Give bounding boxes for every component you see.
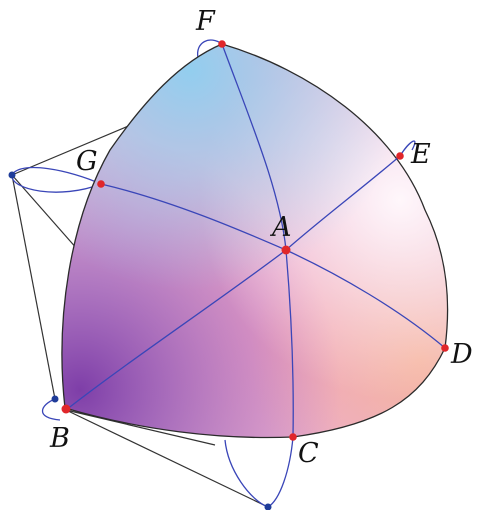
point-d: [441, 344, 449, 352]
frame-edge: [11, 174, 56, 400]
point-f: [218, 40, 226, 48]
loop-g: [11, 166, 102, 185]
point-c: [289, 433, 297, 441]
frame-edge: [11, 174, 79, 251]
point-g: [97, 180, 105, 188]
loop-c: [224, 436, 294, 508]
frame-edge: [65, 409, 216, 446]
frame-point: [264, 503, 272, 510]
point-a: [281, 245, 291, 255]
frame-point: [8, 171, 16, 179]
label-a: A: [269, 212, 292, 243]
label-b: B: [49, 423, 70, 454]
frame-point: [51, 395, 59, 403]
labels: A B C D E F G: [49, 6, 473, 469]
label-c: C: [298, 438, 319, 469]
arc-e-b: [65, 155, 401, 411]
loop-b: [41, 398, 61, 421]
point-e: [396, 152, 404, 160]
frame-lines: [11, 121, 269, 508]
points: [8, 40, 449, 510]
label-d: D: [450, 339, 473, 370]
loop-g-back: [11, 174, 102, 193]
label-g: G: [76, 146, 98, 177]
label-e: E: [410, 139, 431, 170]
loop-e: [399, 140, 416, 157]
point-b: [61, 404, 71, 414]
label-f: F: [195, 6, 216, 37]
frame-edge: [11, 121, 139, 176]
frame-edge: [65, 409, 269, 508]
